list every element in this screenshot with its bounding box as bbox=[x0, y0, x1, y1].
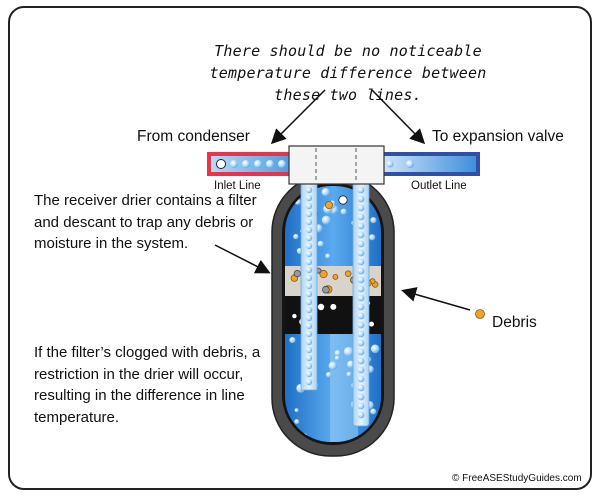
debris-particle bbox=[338, 195, 348, 205]
tube-bubble bbox=[357, 186, 365, 194]
from-condenser-label: From condenser bbox=[137, 128, 250, 145]
tube-bubble bbox=[357, 267, 365, 275]
tube-bubble bbox=[357, 204, 365, 212]
tube-bubble bbox=[305, 330, 313, 338]
tube-bubble bbox=[305, 298, 313, 306]
tube-bubble bbox=[357, 366, 365, 374]
tube-bubble bbox=[357, 348, 365, 356]
bubble bbox=[321, 215, 331, 225]
debris-legend-dot bbox=[475, 309, 485, 319]
bubble bbox=[325, 253, 331, 259]
tube-bubble bbox=[357, 276, 365, 284]
desiccant-speck bbox=[317, 303, 325, 311]
to-expansion-valve-label: To expansion valve bbox=[432, 128, 564, 145]
debris-particle bbox=[293, 269, 301, 278]
bubble bbox=[294, 419, 300, 425]
tube-bubble bbox=[357, 195, 365, 203]
tube-bubble bbox=[357, 339, 365, 347]
bubble bbox=[370, 408, 377, 415]
tube-bubble bbox=[357, 402, 365, 410]
tube-bubble bbox=[305, 378, 313, 386]
tube-bubble bbox=[357, 222, 365, 230]
bubble bbox=[334, 350, 341, 357]
inlet-line-label: Inlet Line bbox=[214, 180, 261, 192]
tube-bubble bbox=[305, 218, 313, 226]
tube-bubble bbox=[305, 322, 313, 330]
debris-particle bbox=[324, 200, 333, 209]
bubble bbox=[370, 217, 377, 224]
tube-bubble bbox=[357, 357, 365, 365]
tube-bubble bbox=[357, 375, 365, 383]
tube-bubble bbox=[305, 306, 313, 314]
bubble bbox=[369, 234, 376, 241]
tube-bubble bbox=[305, 290, 313, 298]
tube-bubble bbox=[305, 226, 313, 234]
tube-bubble bbox=[357, 240, 365, 248]
bubble bbox=[293, 233, 299, 240]
tube-bubble bbox=[357, 231, 365, 239]
tube-bubble bbox=[305, 234, 313, 242]
tube-bubble bbox=[305, 362, 313, 370]
debris-label: Debris bbox=[492, 314, 537, 331]
filter-description: The receiver drier contains a filter and… bbox=[34, 192, 257, 252]
debris-particle bbox=[322, 285, 330, 294]
tube-bubble bbox=[305, 210, 313, 218]
bubble bbox=[326, 371, 332, 378]
tube-bubble bbox=[357, 384, 365, 392]
tube-bubble bbox=[357, 285, 365, 293]
tube-bubble bbox=[305, 202, 313, 210]
debris-particle bbox=[344, 270, 352, 278]
debris-particle bbox=[332, 273, 339, 280]
outlet-line bbox=[382, 152, 480, 176]
tube-bubble bbox=[305, 186, 313, 194]
copyright: © FreeASEStudyGuides.com bbox=[452, 473, 582, 484]
clogged-description: If the filter’s clogged with debris, a r… bbox=[34, 344, 261, 426]
desiccant-speck bbox=[330, 303, 337, 310]
tube-bubble bbox=[305, 282, 313, 290]
tube-bubble bbox=[305, 266, 313, 274]
bubble bbox=[340, 208, 347, 215]
tube-bubble bbox=[357, 249, 365, 257]
tube-bubble bbox=[357, 303, 365, 311]
debris-particle bbox=[319, 269, 328, 279]
temperature-note: There should be no noticeable temperatur… bbox=[209, 42, 487, 104]
tube-bubble bbox=[305, 242, 313, 250]
tube-bubble bbox=[305, 194, 313, 202]
tube-bubble bbox=[305, 314, 313, 322]
bubble bbox=[343, 347, 354, 357]
desiccant-speck bbox=[292, 313, 297, 319]
tube-bubble bbox=[357, 312, 365, 320]
bubble bbox=[294, 408, 299, 413]
tube-bubble bbox=[305, 258, 313, 266]
tube-bubble bbox=[305, 354, 313, 362]
tube-bubble bbox=[357, 294, 365, 302]
bubble bbox=[328, 361, 337, 370]
bubble bbox=[321, 188, 330, 197]
bubble bbox=[346, 371, 352, 377]
bubble bbox=[289, 337, 296, 344]
tube-bubble bbox=[305, 370, 313, 378]
tube-bubbles bbox=[305, 186, 365, 419]
tube-bubble bbox=[357, 411, 365, 419]
tube-bubble bbox=[357, 393, 365, 401]
outlet-line-label: Outlet Line bbox=[411, 180, 467, 192]
drier-head bbox=[288, 145, 385, 185]
desiccant-speck bbox=[369, 321, 374, 327]
bubble bbox=[370, 344, 380, 354]
inlet-line bbox=[207, 152, 293, 176]
tube-bubble bbox=[357, 258, 365, 266]
bubble bbox=[317, 240, 324, 247]
tube-bubble bbox=[357, 321, 365, 329]
tube-bubble bbox=[305, 338, 313, 346]
tube-bubble bbox=[305, 274, 313, 282]
tube-bubble bbox=[357, 330, 365, 338]
tube-bubble bbox=[357, 213, 365, 221]
annotation-arrows bbox=[214, 89, 471, 311]
tube-bubble bbox=[305, 250, 313, 258]
bubble bbox=[334, 355, 340, 361]
tube-bubble bbox=[305, 346, 313, 354]
